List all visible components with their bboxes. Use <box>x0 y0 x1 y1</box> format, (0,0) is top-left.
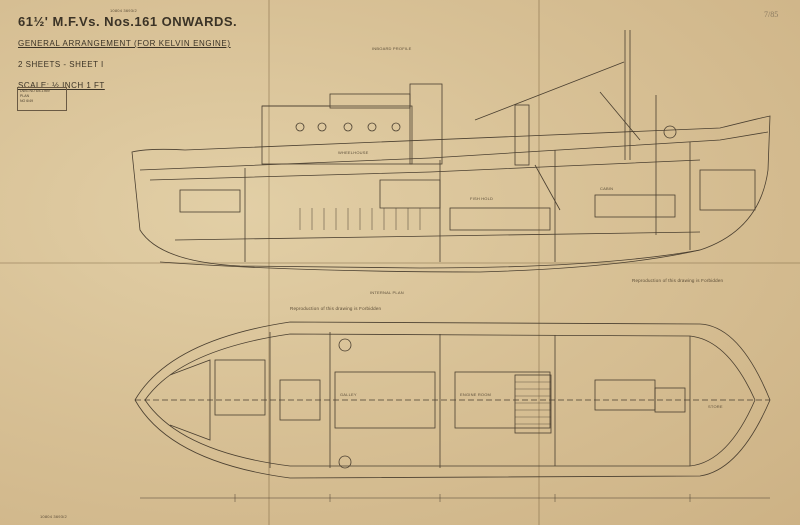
fold-line <box>268 0 270 525</box>
stamp-line: NO 6/49 <box>20 99 34 103</box>
hatch <box>514 374 552 434</box>
label-fish-hold: FISH HOLD <box>470 196 494 201</box>
fold-line <box>0 262 800 264</box>
label-galley: GALLEY <box>340 392 357 397</box>
reproduction-notice: Reproduction of this drawing is Forbidde… <box>290 306 382 311</box>
deck-line <box>139 131 769 171</box>
label-wheelhouse: WHEELHOUSE <box>338 150 369 155</box>
stamp-line: PLAN <box>20 94 30 98</box>
label-store: STORE <box>708 404 723 409</box>
label-cabin: CABIN <box>600 186 614 191</box>
sheet-count: 2 SHEETS - SHEET I <box>18 60 104 69</box>
corner-mark: 7/85 <box>764 10 779 19</box>
header-code-top: 10804 3693/2 <box>110 8 137 13</box>
drawing-title: 61½' M.F.Vs. Nos.161 ONWARDS. <box>18 14 238 29</box>
label-engine-room: ENGINE ROOM <box>460 392 492 397</box>
keel-line <box>159 249 701 273</box>
stamp-line: DWG NO 6/4-1959 <box>20 89 50 93</box>
reproduction-notice: Reproduction of this drawing is Forbidde… <box>632 278 724 283</box>
label-internal-plan: INTERNAL PLAN <box>370 290 404 295</box>
hull-profile <box>131 115 771 269</box>
drawing-stamp: DWG NO 6/4-1959 PLAN NO 6/49 <box>17 87 67 111</box>
title-block: 61½' M.F.Vs. Nos.161 ONWARDS. GENERAL AR… <box>18 14 237 90</box>
scale-label: SCALE: ½ INCH 1 FT <box>18 81 105 90</box>
wheelhouse-profile <box>261 105 413 165</box>
header-code-bottom: 10804 3693/2 <box>40 514 67 519</box>
label-inboard-profile: INBOARD PROFILE <box>372 46 412 51</box>
fold-line <box>538 0 540 525</box>
drawing-subtitle: GENERAL ARRANGEMENT (FOR KELVIN ENGINE) <box>18 39 231 48</box>
